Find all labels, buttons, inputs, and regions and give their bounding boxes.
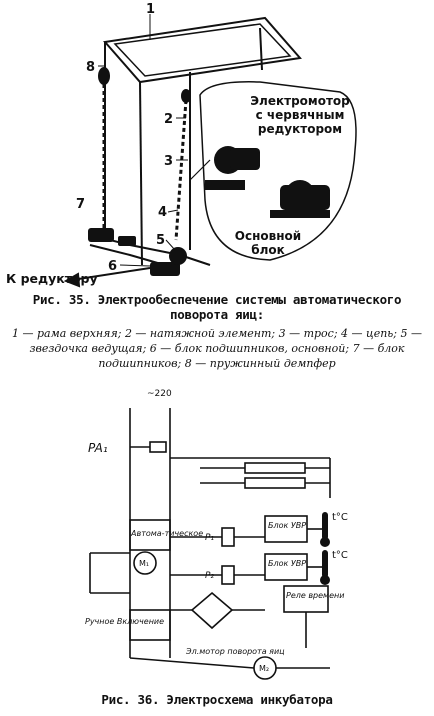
label-1: 1 <box>146 2 155 17</box>
chain-right <box>174 99 188 241</box>
main-bearing-block <box>150 262 180 276</box>
relay-pa1-coil <box>149 441 167 453</box>
base-label-line1: Основной <box>235 229 301 243</box>
figure-36-caption: Рис. 36. Электросхема инкубатора <box>101 692 333 707</box>
temp-label-1: t°C <box>332 512 348 523</box>
label-2: 2 <box>164 112 173 127</box>
figure-36-schematic: ~220 PA₁ Автома-тическое Ручное Включени… <box>0 388 434 688</box>
uvr-block-1-label: Блок УВР <box>268 521 306 530</box>
thermometer-2 <box>322 550 328 578</box>
diode-bridge <box>190 591 234 630</box>
figure-35-illustration: 1 8 2 3 4 7 5 6 Электромотор с червячным… <box>0 0 434 290</box>
figure-35-legend: 1 — рама верхняя; 2 — натяжной элемент; … <box>12 327 422 370</box>
automatic-switch-label: Автома-тическое <box>130 529 203 538</box>
upper-frame <box>103 16 302 84</box>
figure-35-caption-line1: Рис. 35. Электрообеспечение системы авто… <box>32 292 402 307</box>
m1-label: M₁ <box>139 559 149 568</box>
upper-frame-inner <box>113 23 292 77</box>
label-5: 5 <box>156 233 165 248</box>
motor-label-line1: Электромотор <box>250 94 350 108</box>
m2-label: M₂ <box>259 664 269 673</box>
motor-inset <box>199 81 357 261</box>
relay-p2 <box>221 565 235 585</box>
motor-label-line2: с червячным <box>256 108 345 122</box>
label-8: 8 <box>86 60 95 75</box>
time-relay-label: Реле времени <box>286 591 344 600</box>
label-3: 3 <box>164 154 173 169</box>
supply-label: ~220 <box>147 389 172 399</box>
drive-sprocket <box>169 247 187 265</box>
motor-label-line3: редуктором <box>258 122 342 136</box>
thermometer-1 <box>322 512 328 540</box>
tension-element <box>181 89 191 103</box>
figure-35-caption: Рис. 35. Электрообеспечение системы авто… <box>0 292 434 322</box>
uvr-block-2-label: Блок УВР <box>268 559 306 568</box>
reducer-label: К редуктору <box>6 271 98 286</box>
label-6: 6 <box>108 259 117 274</box>
figure-35-caption-line2: поворота яиц: <box>170 307 264 322</box>
label-7: 7 <box>76 197 85 212</box>
p2-label: P₂ <box>205 571 214 581</box>
arrow-to-reducer <box>63 272 81 288</box>
figure-36-drawing: ~220 PA₁ Автома-тическое Ручное Включени… <box>85 389 348 680</box>
figure-35-drawing: 1 8 2 3 4 7 5 6 Электромотор с червячным… <box>6 2 357 288</box>
pa1-label: PA₁ <box>88 441 108 455</box>
label-4: 4 <box>158 205 167 220</box>
relay-p1 <box>221 527 235 547</box>
motor2-caption: Эл.мотор поворота яиц <box>185 647 285 656</box>
base-label-line2: блок <box>251 243 285 257</box>
temp-label-2: t°C <box>332 550 348 561</box>
p1-label: P₁ <box>205 533 214 543</box>
spring-damper <box>98 67 110 85</box>
bearing-block <box>88 228 114 242</box>
motor-m1 <box>133 551 157 575</box>
manual-switch-label: Ручное Включение <box>85 617 164 626</box>
